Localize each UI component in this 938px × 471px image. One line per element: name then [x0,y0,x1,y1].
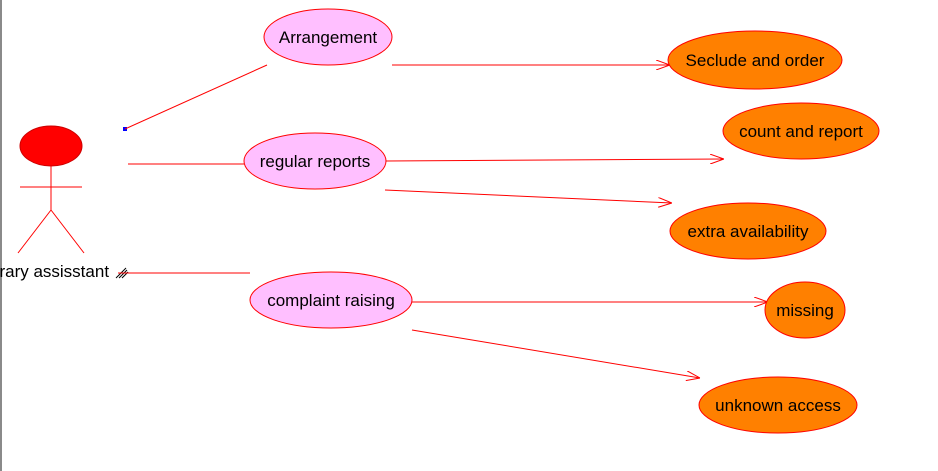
actor-head [19,125,83,167]
use-case-count-and-report-label: count and report [739,122,863,141]
actor-left-leg [17,209,52,254]
use-case-arrangement[interactable]: Arrangement [263,8,393,66]
arrow-to-extra-availability[interactable] [384,189,672,203]
use-case-count-and-report[interactable]: count and report [722,102,880,160]
actor-right-leg [50,209,85,254]
use-case-extra-availability[interactable]: extra availability [669,202,827,260]
use-case-missing-label: missing [776,301,834,320]
arrow-to-unknown-access[interactable] [411,329,700,378]
use-case-unknown-access[interactable]: unknown access [698,376,858,434]
use-case-complaint-raising[interactable]: complaint raising [249,271,413,329]
association-line-arrangement[interactable] [124,64,268,130]
use-case-missing[interactable]: missing [764,281,846,339]
use-case-complaint-raising-label: complaint raising [267,291,395,310]
use-case-arrangement-label: Arrangement [279,28,378,47]
actor-label: brary assisstant [0,262,109,281]
use-case-seclude-and-order[interactable]: Seclude and order [667,30,843,90]
use-case-seclude-and-order-label: Seclude and order [686,51,825,70]
use-case-regular-reports-label: regular reports [260,152,371,171]
arrow-to-count-and-report[interactable] [385,159,724,161]
use-case-regular-reports[interactable]: regular reports [243,132,387,190]
actor-figure[interactable] [17,125,85,254]
use-case-extra-availability-label: extra availability [688,222,809,241]
use-case-unknown-access-label: unknown access [715,396,841,415]
canvas-left-border [0,0,2,471]
